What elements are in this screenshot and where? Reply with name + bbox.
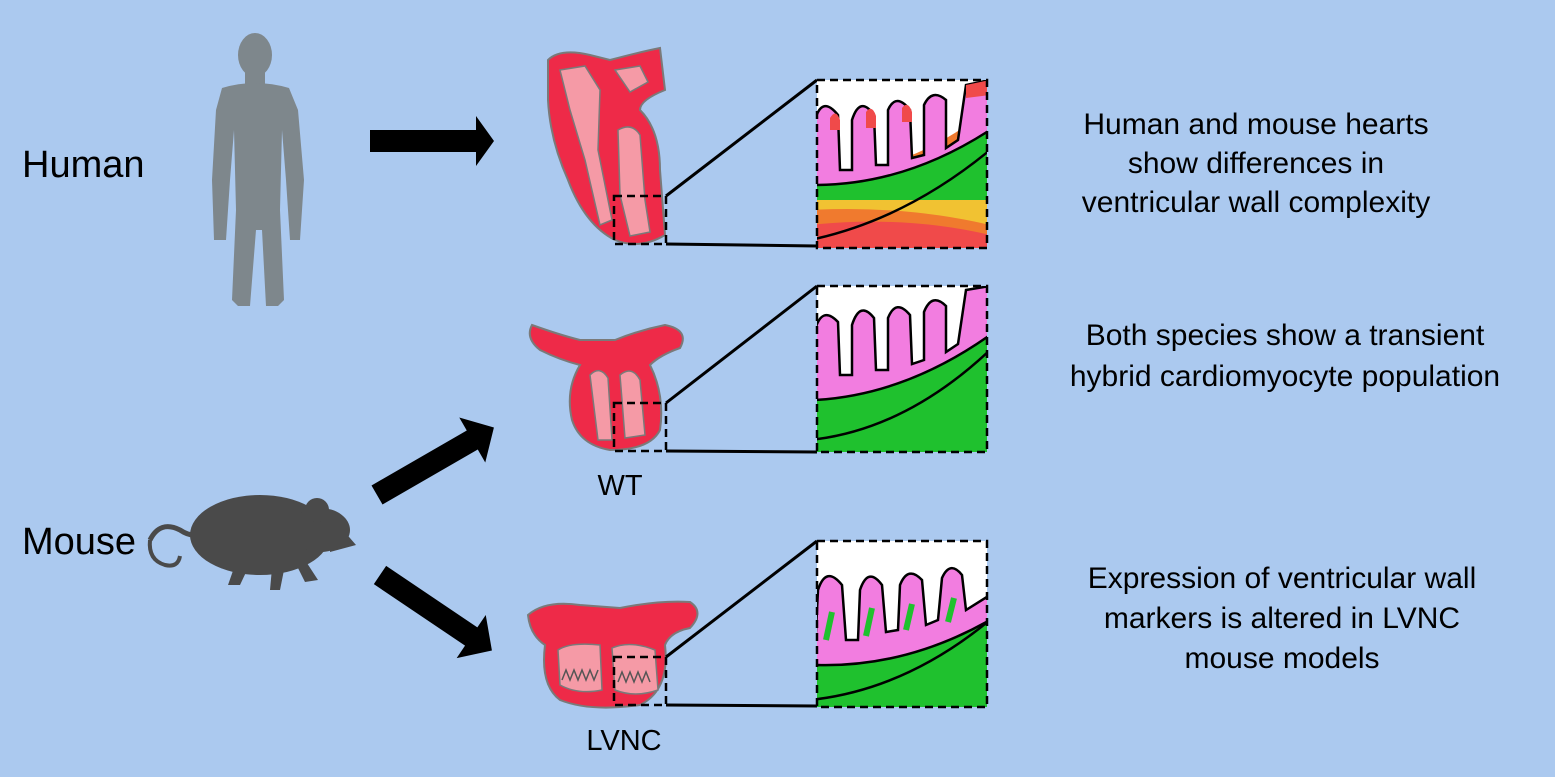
zoom-panel-lvnc (815, 539, 989, 709)
caption-wt-line-1: Both species show a transient (1086, 319, 1485, 352)
sublabel-wt: WT (597, 470, 642, 502)
arrow-up-right-icon (371, 417, 494, 505)
caption-human-line-3: ventricular wall complexity (1082, 186, 1430, 219)
caption-wt: Both species show a transient hybrid car… (1070, 319, 1500, 393)
species-label-mouse: Mouse (22, 521, 136, 563)
caption-human-line-2: show differences in (1128, 147, 1384, 180)
zoom-region-human (612, 194, 668, 246)
caption-lvnc-line-2: markers is altered in LVNC (1104, 602, 1460, 635)
sublabel-lvnc: LVNC (586, 725, 661, 757)
species-label-human: Human (22, 144, 145, 186)
mouse-silhouette-icon (147, 495, 356, 590)
wt-heart-section (528, 323, 684, 452)
arrow-down-right-icon (373, 565, 492, 659)
caption-human-line-1: Human and mouse hearts (1083, 108, 1428, 141)
zoom-region-lvnc (612, 655, 668, 707)
caption-lvnc: Expression of ventricular wall markers i… (1088, 562, 1477, 675)
zoom-connectors (665, 78, 818, 708)
caption-wt-line-2: hybrid cardiomyocyte population (1070, 360, 1500, 393)
lvnc-heart-section (526, 600, 699, 709)
caption-human: Human and mouse hearts show differences … (1082, 108, 1430, 219)
human-silhouette-icon (212, 33, 304, 306)
caption-lvnc-line-3: mouse models (1184, 642, 1379, 675)
caption-lvnc-line-1: Expression of ventricular wall (1088, 562, 1477, 595)
human-heart-section (547, 46, 667, 245)
zoom-region-wt (612, 401, 668, 453)
zoom-panel-human (815, 78, 989, 250)
zoom-panel-wt (815, 284, 989, 454)
arrow-right-icon (370, 116, 494, 166)
